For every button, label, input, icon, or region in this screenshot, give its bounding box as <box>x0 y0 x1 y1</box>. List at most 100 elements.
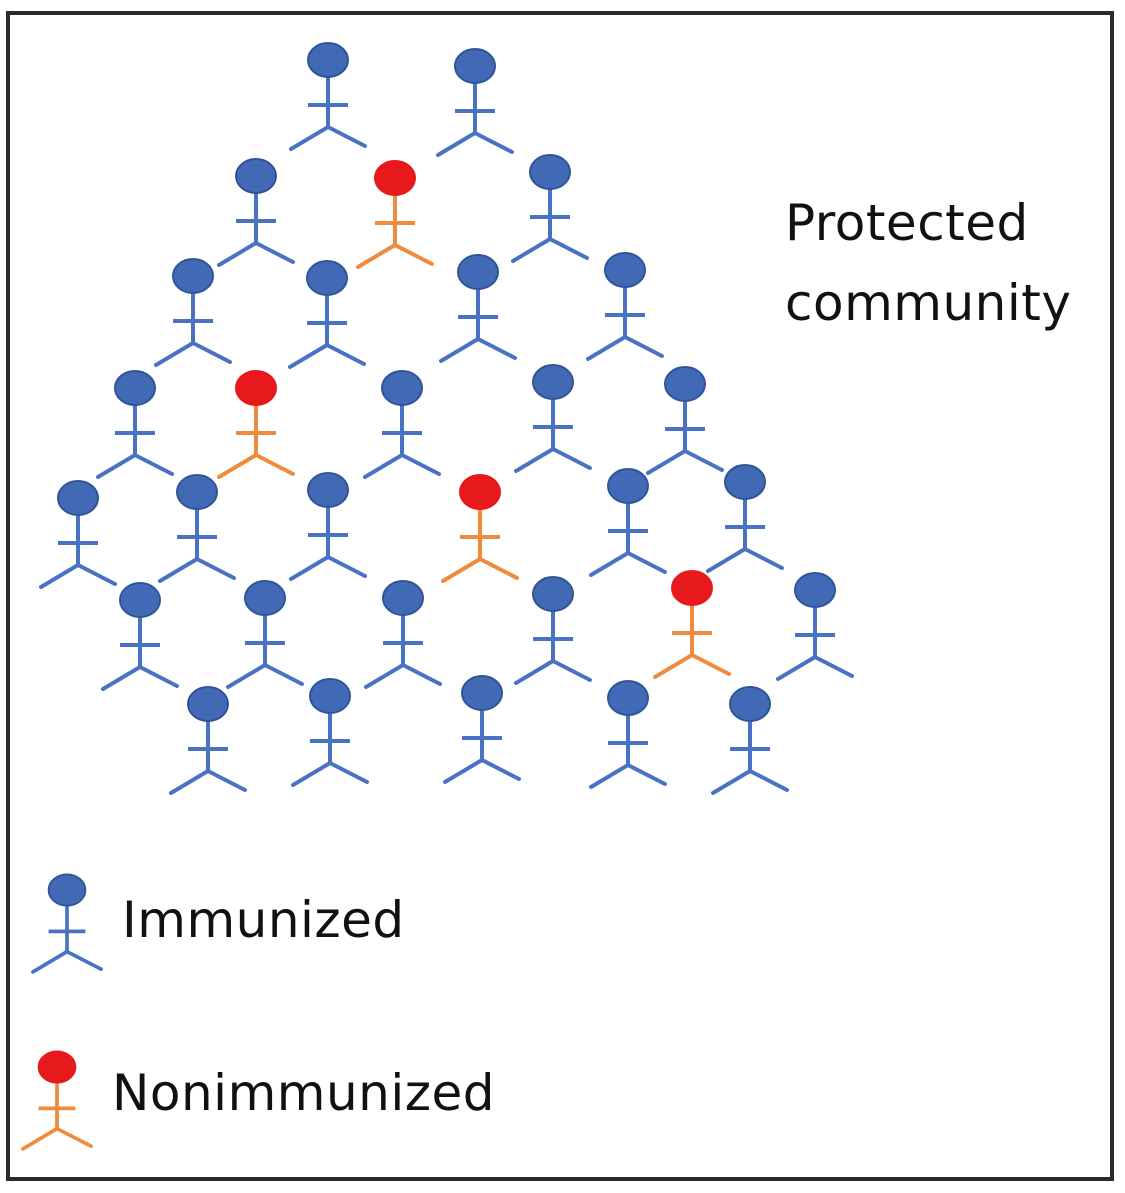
left-leg-line <box>436 131 477 157</box>
left-leg-line <box>289 555 330 581</box>
right-leg-line <box>743 547 784 570</box>
head-circle <box>244 580 286 616</box>
right-leg-line <box>326 125 367 148</box>
right-leg-line <box>65 949 103 971</box>
right-leg-line <box>133 453 174 476</box>
head-circle <box>119 582 161 618</box>
right-leg-line <box>473 131 514 154</box>
legend-nonimmunized-icon <box>21 1050 93 1151</box>
head-circle <box>187 686 229 722</box>
head-circle <box>724 464 766 500</box>
head-circle <box>57 480 99 516</box>
left-leg-line <box>706 547 747 573</box>
head-circle <box>532 364 574 400</box>
legend-label-nonimmunized: Nonimmunized <box>112 1064 496 1122</box>
left-leg-line <box>356 243 397 269</box>
left-leg-line <box>589 551 630 577</box>
head-circle <box>306 260 348 296</box>
right-leg-line <box>478 557 519 580</box>
head-circle <box>607 680 649 716</box>
head-circle <box>381 370 423 406</box>
left-leg-line <box>169 769 210 795</box>
right-leg-line <box>328 761 369 784</box>
immunized-person-icon <box>514 576 592 685</box>
right-leg-line <box>480 758 521 781</box>
immunized-person-icon <box>363 370 441 479</box>
head-circle <box>374 160 416 196</box>
right-leg-line <box>401 663 442 686</box>
immunized-person-icon <box>226 580 304 689</box>
head-circle <box>461 675 503 711</box>
left-leg-line <box>776 655 817 681</box>
immunized-person-icon <box>291 678 369 787</box>
immunized-person-icon <box>101 582 179 691</box>
head-circle <box>664 366 706 402</box>
head-circle <box>37 1050 77 1084</box>
head-circle <box>309 678 351 714</box>
nonimmunized-person-icon <box>356 160 434 269</box>
right-leg-line <box>623 335 664 358</box>
left-leg-line <box>158 557 199 583</box>
head-circle <box>382 580 424 616</box>
head-circle <box>172 258 214 294</box>
right-leg-line <box>476 337 517 360</box>
right-leg-line <box>393 243 434 266</box>
right-leg-line <box>683 449 724 472</box>
immunized-person-icon <box>514 364 592 473</box>
head-circle <box>235 370 277 406</box>
left-leg-line <box>288 343 329 369</box>
immunized-person-icon <box>436 48 514 157</box>
right-leg-line <box>400 453 441 476</box>
left-leg-line <box>441 557 482 583</box>
immunized-person-icon <box>646 366 724 475</box>
left-leg-line <box>96 453 137 479</box>
head-circle <box>607 468 649 504</box>
head-circle <box>454 48 496 84</box>
left-leg-line <box>653 653 694 679</box>
immunized-person-icon <box>289 472 367 581</box>
left-leg-line <box>364 663 405 689</box>
immunized-person-icon <box>589 680 667 789</box>
title-line-2: community <box>785 274 1072 332</box>
nonimmunized-person-icon <box>441 474 519 583</box>
right-leg-line <box>206 769 247 792</box>
immunized-person-icon <box>711 686 789 795</box>
right-leg-line <box>690 653 731 676</box>
right-leg-line <box>263 663 304 686</box>
immunized-person-icon <box>589 468 667 577</box>
immunized-person-icon <box>364 580 442 689</box>
head-circle <box>532 576 574 612</box>
left-leg-line <box>101 665 142 691</box>
left-leg-line <box>514 659 555 685</box>
immunized-person-icon <box>289 42 367 151</box>
right-leg-line <box>748 769 789 792</box>
immunized-person-icon <box>443 675 521 784</box>
left-leg-line <box>586 335 627 361</box>
left-leg-line <box>154 341 195 367</box>
right-leg-line <box>55 1126 93 1148</box>
right-leg-line <box>195 557 236 580</box>
left-leg-line <box>289 125 330 151</box>
right-leg-line <box>191 341 232 364</box>
immunized-person-icon <box>217 158 295 267</box>
immunized-person-icon <box>96 370 174 479</box>
left-leg-line <box>39 563 80 589</box>
left-leg-line <box>291 761 332 787</box>
left-leg-line <box>31 949 69 974</box>
head-circle <box>604 252 646 288</box>
right-leg-line <box>325 343 366 366</box>
left-leg-line <box>646 449 687 475</box>
left-leg-line <box>439 337 480 363</box>
left-leg-line <box>21 1126 59 1151</box>
immunized-person-icon <box>154 258 232 367</box>
right-leg-line <box>626 763 667 786</box>
right-leg-line <box>254 453 295 476</box>
head-circle <box>794 572 836 608</box>
right-leg-line <box>551 659 592 682</box>
immunized-person-icon <box>439 254 517 363</box>
immunized-person-icon <box>586 252 664 361</box>
right-leg-line <box>626 551 667 574</box>
legend-label-immunized: Immunized <box>122 891 405 949</box>
legend-immunized-icon <box>31 873 103 974</box>
